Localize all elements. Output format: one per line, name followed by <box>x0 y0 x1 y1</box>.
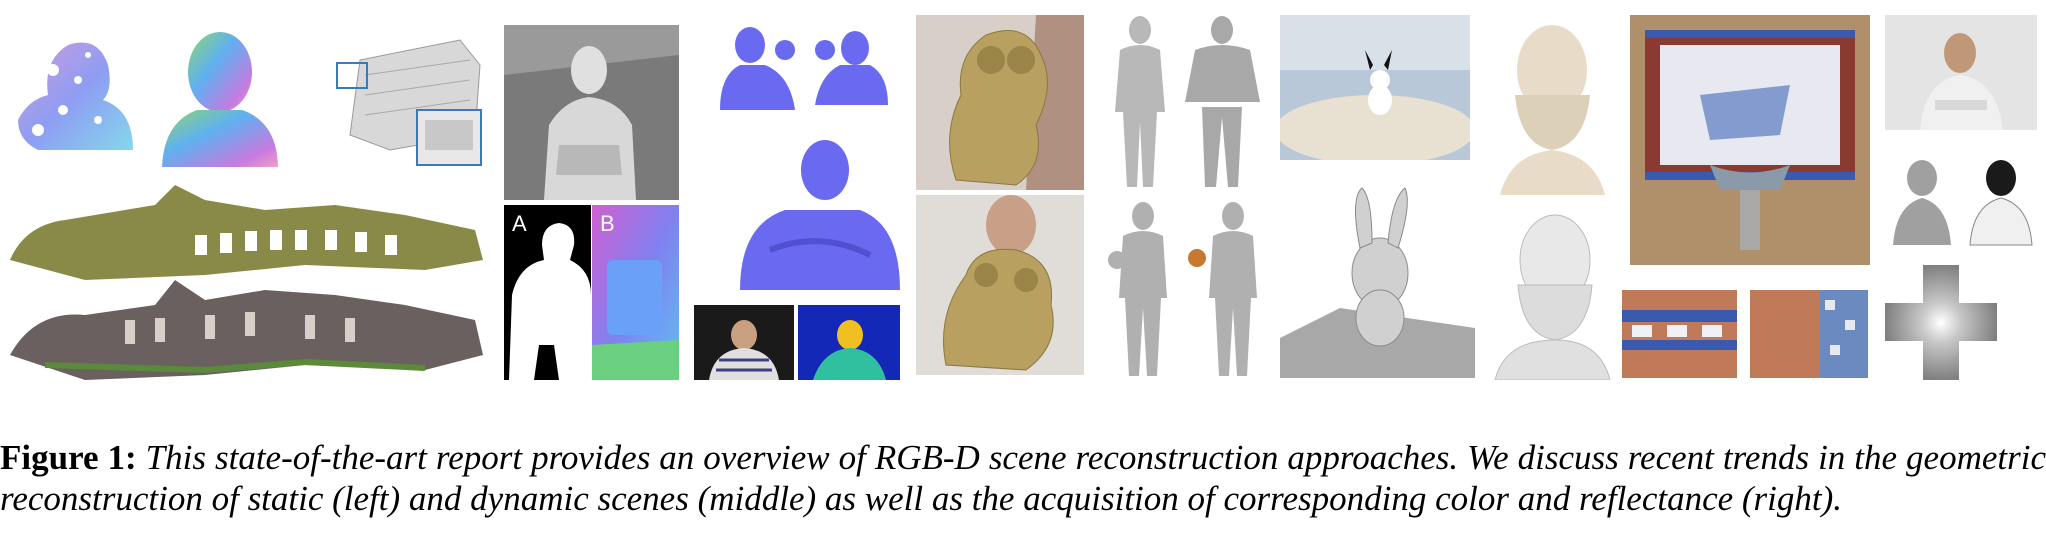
gray-mesh-snoopy-reconstruction <box>1280 178 1475 378</box>
rgb-frame-with-tracked-model-bottom <box>916 195 1084 375</box>
gray-mesh-person-with-ball-1 <box>1105 198 1180 380</box>
tile-closeup-1 <box>1622 290 1737 378</box>
normal-map-inset-b: B <box>592 205 679 380</box>
depth-frame-person-thumbnail <box>798 305 900 380</box>
colored-ruin-point-cloud-top <box>5 175 485 285</box>
inset-a-label: A <box>512 211 527 236</box>
figure-caption: Figure 1: This state-of-the-art report p… <box>0 437 2046 519</box>
reflectance-cross-map <box>1885 265 1997 380</box>
rgb-frame-person-thumbnail <box>694 305 794 380</box>
figure-label: Figure 1: <box>0 438 137 477</box>
blue-mesh-crossed-arms <box>730 130 905 300</box>
figure-caption-text: This state-of-the-art report provides an… <box>0 438 2046 518</box>
rgb-frame-with-tracked-model-top <box>916 15 1084 190</box>
gray-mesh-person-standing-2 <box>1180 12 1265 192</box>
gray-mesh-person-standing-1 <box>1105 12 1175 192</box>
blue-mesh-upper-body-left <box>715 20 805 115</box>
photo-tiled-wall-fountain <box>1630 15 1870 265</box>
tile-closeup-2 <box>1750 290 1868 378</box>
normal-map-partial-bust <box>8 20 138 160</box>
photo-marble-bust <box>1490 15 1612 195</box>
ruin-wall-reconstruction-with-zoom-insets <box>330 25 485 170</box>
photo-person-crossed-arms <box>1885 15 2037 130</box>
gray-mesh-bust-reconstruction <box>1490 200 1615 380</box>
gray-bust-reconstruction-small <box>1888 150 1956 250</box>
photo-snoopy-on-table <box>1280 15 1470 160</box>
silhouette-mask-inset-a: A <box>504 205 591 380</box>
textured-bust-reconstruction-small <box>1965 150 2037 250</box>
blue-mesh-upper-body-right <box>810 20 890 115</box>
textured-ruin-point-cloud-bottom <box>5 270 485 385</box>
gray-mesh-person-with-ball-2 <box>1185 198 1270 380</box>
depth-image-seated-person <box>504 25 679 200</box>
inset-b-label: B <box>600 211 615 236</box>
normal-map-full-bust <box>152 22 280 167</box>
